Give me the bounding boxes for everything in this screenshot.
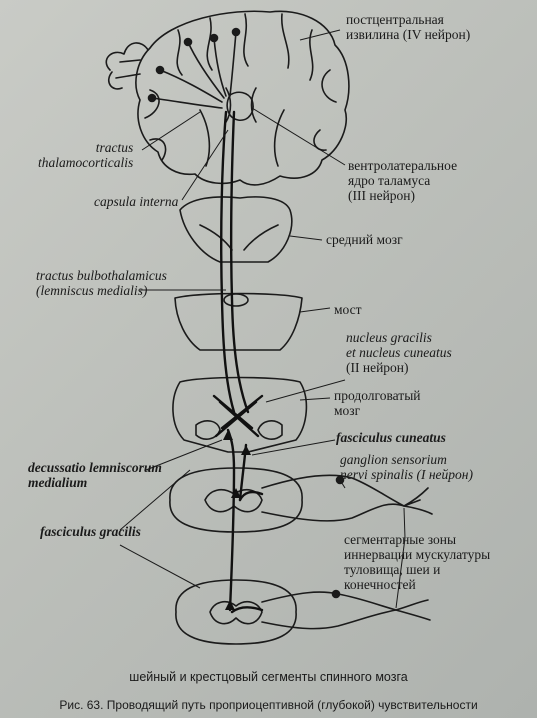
label-medulla: продолговатый мозг [334, 388, 421, 418]
label-postcentral: постцентральная извилина (IV нейрон) [346, 12, 470, 42]
label-segmental-zones-line2: иннервации мускулатуры [344, 547, 491, 562]
thalamus [226, 91, 254, 122]
label-ganglion-line2: nervi spinalis (I нейрон) [340, 467, 473, 482]
label-segmental-zones-line4: конечностей [344, 577, 416, 592]
label-pons: мост [334, 302, 362, 317]
label-ventrolateral-line3: (III нейрон) [348, 188, 416, 203]
cortical-neurons [147, 27, 241, 109]
fasciculus-gracilis-path [226, 428, 236, 612]
label-decussatio-line1: decussatio lemniscorum [28, 460, 162, 475]
label-nucleus-gracilis-line3: (II нейрон) [346, 360, 409, 375]
label-nucleus-gracilis: nucleus gracilis et nucleus cuneatus (II… [346, 330, 452, 375]
label-segmental-zones-line3: туловища, шеи и [344, 562, 441, 577]
pons [174, 292, 303, 351]
label-decussatio-line2: medialium [28, 475, 88, 490]
label-thalamocortical-line2: thalamocorticalis [38, 155, 134, 170]
label-segmental-zones-line1: сегментарные зоны [344, 532, 457, 547]
label-segmental-zones: сегментарные зоны иннервации мускулатуры… [344, 532, 490, 592]
decussation [212, 394, 264, 438]
label-medulla-line1: продолговатый [334, 388, 421, 403]
label-nucleus-gracilis-line2: et nucleus cuneatus [346, 345, 452, 360]
label-nucleus-gracilis-line1: nucleus gracilis [346, 330, 432, 345]
label-ventrolateral-line1: вентролатеральное [348, 158, 458, 173]
label-capsula-interna: capsula interna [94, 194, 179, 209]
label-midbrain: средний мозг [326, 232, 403, 247]
brain-outline [135, 10, 350, 186]
midbrain [179, 196, 293, 263]
spinal-segment-sacral [175, 579, 297, 645]
medulla [172, 376, 308, 453]
ascending-tract-left [220, 110, 236, 414]
label-ganglion-line1: ganglion sensorium [340, 452, 447, 467]
spinal-segment-cervical [169, 467, 303, 533]
label-thalamocortical-line1: tractus [95, 140, 134, 155]
label-thalamocortical: tractus thalamocorticalis [38, 140, 133, 170]
figure-number: Рис. 63. [59, 698, 104, 712]
label-bulbothalamicus-line1: tractus bulbothalamicus [36, 268, 167, 283]
figure-caption: Рис. 63. Проводящий путь проприоцептивно… [0, 698, 537, 712]
ventricles [199, 87, 285, 167]
ascending-tract-right [229, 110, 250, 414]
label-postcentral-line2: извилина (IV нейрон) [346, 27, 471, 42]
label-ventrolateral: вентролатеральное ядро таламуса (III ней… [348, 158, 457, 203]
label-medulla-line2: мозг [334, 403, 361, 418]
label-ganglion: ganglion sensorium nervi spinalis (I ней… [340, 452, 473, 482]
gyri [144, 13, 337, 161]
cerebellum-fragment [105, 42, 149, 90]
label-bulbothalamicus-line2: (lemniscus medialis) [36, 283, 148, 298]
label-bulbothalamicus: tractus bulbothalamicus (lemniscus media… [36, 268, 167, 298]
label-fasciculus-gracilis: fasciculus gracilis [40, 524, 141, 539]
label-decussatio: decussatio lemniscorum medialium [28, 460, 162, 490]
label-postcentral-line1: постцентральная [346, 12, 444, 27]
figure-caption-text: Проводящий путь проприоцептивной (глубок… [106, 698, 478, 712]
label-fasciculus-cuneatus: fasciculus cuneatus [336, 430, 446, 445]
label-ventrolateral-line2: ядро таламуса [348, 173, 431, 188]
label-spinal-segments: шейный и крестцовый сегменты спинного мо… [129, 670, 408, 684]
